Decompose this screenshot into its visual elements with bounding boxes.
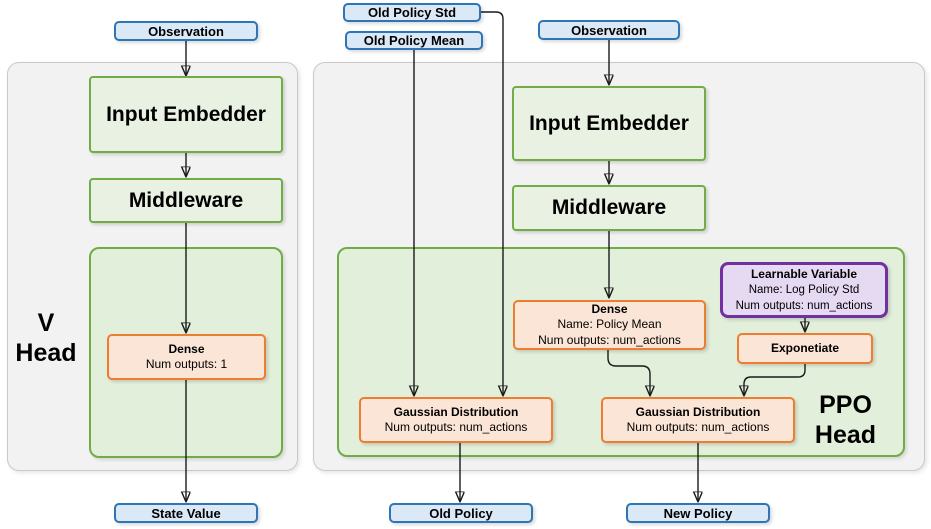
new-policy-node: New Policy: [626, 503, 770, 523]
ppo-head-title: PPO Head: [798, 390, 893, 450]
old-policy-mean-node: Old Policy Mean: [345, 31, 483, 50]
gaussian-old-title: Gaussian Distribution: [393, 404, 519, 419]
dense-policy-mean-title: Dense: [591, 301, 628, 316]
middleware-label-ppo: Middleware: [551, 196, 667, 219]
input-embedder-node-v: Input Embedder: [89, 76, 283, 153]
dense-policy-mean-node: Dense Name: Policy Mean Num outputs: num…: [513, 300, 706, 350]
observation-label-v: Observation: [148, 23, 224, 39]
gaussian-new-outputs: Num outputs: num_actions: [626, 420, 770, 434]
state-value-node: State Value: [114, 503, 258, 523]
dense-node-v: Dense Num outputs: 1: [107, 334, 266, 380]
old-policy-label: Old Policy: [429, 505, 493, 521]
dense-outputs-v: Num outputs: 1: [145, 357, 228, 371]
v-head-title-line2: Head: [15, 339, 77, 367]
ppo-head-title-line2: Head: [814, 421, 877, 449]
observation-node-v: Observation: [114, 21, 258, 41]
middleware-label-v: Middleware: [128, 188, 244, 212]
new-policy-label: New Policy: [663, 505, 733, 521]
middleware-node-v: Middleware: [89, 178, 283, 223]
old-policy-std-label: Old Policy Std: [367, 5, 457, 20]
observation-label-ppo: Observation: [571, 22, 647, 38]
learnable-variable-name: Name: Log Policy Std: [748, 284, 860, 296]
learnable-variable-outputs: Num outputs: num_actions: [735, 300, 873, 312]
learnable-variable-node: Learnable Variable Name: Log Policy Std …: [720, 262, 888, 318]
dense-policy-mean-outputs: Num outputs: num_actions: [538, 332, 681, 347]
exponetiate-node: Exponetiate: [737, 333, 873, 364]
dense-title-v: Dense: [168, 341, 205, 356]
gaussian-distribution-new-node: Gaussian Distribution Num outputs: num_a…: [601, 397, 795, 443]
observation-node-ppo: Observation: [538, 20, 680, 40]
ppo-head-title-line1: PPO: [819, 391, 872, 419]
state-value-label: State Value: [151, 505, 221, 521]
exponetiate-label: Exponetiate: [770, 340, 839, 355]
middleware-node-ppo: Middleware: [512, 185, 706, 231]
gaussian-new-title: Gaussian Distribution: [635, 404, 761, 419]
input-embedder-node-ppo: Input Embedder: [512, 86, 706, 161]
v-head-title-line1: V: [37, 309, 55, 337]
v-head-title: V Head: [8, 308, 84, 368]
input-embedder-label-v: Input Embedder: [106, 102, 266, 126]
old-policy-node: Old Policy: [389, 503, 533, 523]
dense-policy-mean-name: Name: Policy Mean: [557, 317, 662, 332]
gaussian-old-outputs: Num outputs: num_actions: [384, 420, 528, 434]
learnable-variable-title: Learnable Variable: [750, 267, 858, 281]
old-policy-mean-label: Old Policy Mean: [363, 33, 465, 48]
input-embedder-label-ppo: Input Embedder: [529, 111, 689, 135]
gaussian-distribution-old-node: Gaussian Distribution Num outputs: num_a…: [359, 397, 553, 443]
old-policy-std-node: Old Policy Std: [343, 3, 481, 22]
